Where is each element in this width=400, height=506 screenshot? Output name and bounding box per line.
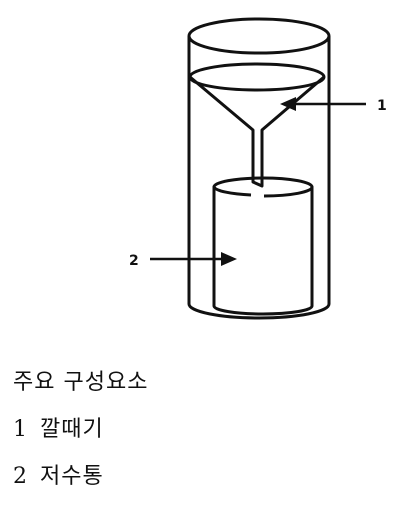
legend: 주요 구성요소 1 깔때기 2 저수통 [13, 370, 393, 490]
legend-item-funnel: 1 깔때기 [13, 417, 393, 443]
apparatus-diagram: 1 2 [129, 17, 387, 320]
callout-2-arrow [150, 252, 237, 266]
legend-title: 주요 구성요소 [13, 370, 149, 395]
legend-item-label: 저수통 [40, 464, 104, 489]
legend-item-number: 2 [13, 464, 28, 489]
callout-1-number: 1 [377, 98, 387, 114]
legend-item-number: 1 [13, 417, 28, 442]
reservoir [212, 176, 314, 316]
callout-2-number: 2 [129, 253, 139, 269]
callout-1-arrow [280, 97, 366, 111]
funnel [188, 62, 326, 188]
legend-item-label: 깔때기 [40, 417, 104, 442]
legend-item-reservoir: 2 저수통 [13, 464, 393, 490]
